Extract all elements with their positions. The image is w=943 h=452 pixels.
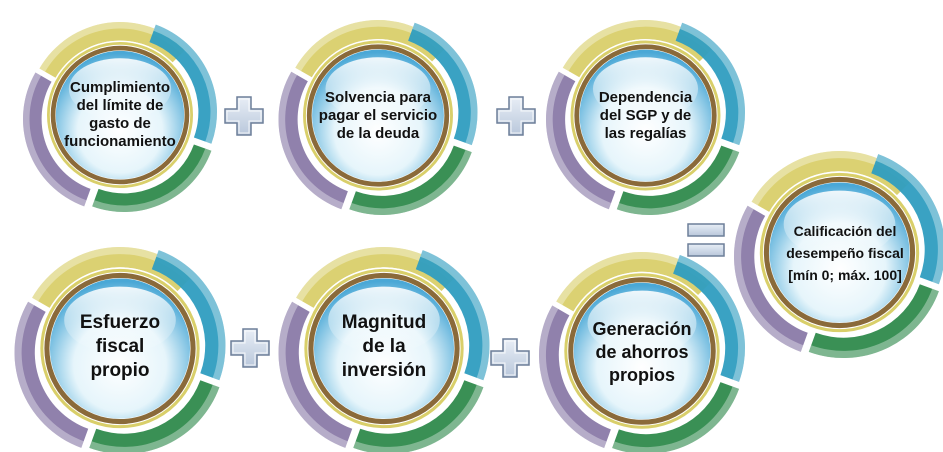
- ring-wheel-icon: [14, 247, 226, 452]
- node-esfuerzo: Esfuerzo fiscal propio: [0, 245, 240, 452]
- plus-icon: [224, 96, 264, 136]
- node-generacion: Generación de ahorros propios: [522, 250, 762, 452]
- ring-wheel-icon: [278, 20, 478, 215]
- ring-wheel-icon: [734, 151, 943, 358]
- ring-wheel-icon: [539, 252, 745, 452]
- node-dependencia: Dependencia del SGP y de las regalías: [528, 18, 763, 215]
- plus-operator: [228, 326, 272, 370]
- plus-operator: [222, 94, 266, 138]
- plus-operator: [494, 94, 538, 138]
- plus-icon: [230, 328, 270, 368]
- plus-icon: [496, 96, 536, 136]
- equals-operator: [686, 220, 726, 260]
- plus-icon: [490, 338, 530, 378]
- ring-wheel-icon: [278, 247, 490, 452]
- ring-wheel-icon: [546, 20, 745, 215]
- node-calificacion: Calificación del desempeño fiscal [mín 0…: [734, 140, 943, 365]
- ring-wheel-icon: [22, 22, 218, 212]
- node-solvencia: Solvencia para pagar el servicio de la d…: [258, 18, 498, 215]
- equals-icon: [687, 223, 725, 257]
- node-magnitud: Magnitud de la inversión: [264, 245, 504, 452]
- node-cumplimiento: Cumplimiento del límite de gasto de func…: [0, 20, 240, 212]
- plus-operator: [488, 336, 532, 380]
